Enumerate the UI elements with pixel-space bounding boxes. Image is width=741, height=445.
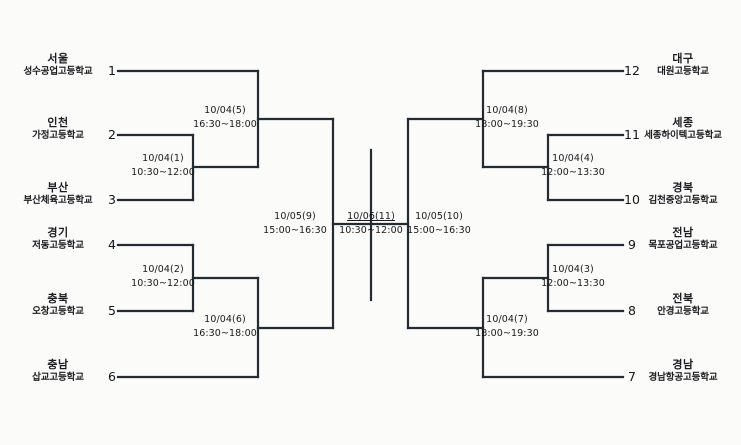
match-label-4: 10/04(4) 12:00~13:30 bbox=[534, 152, 612, 180]
team-school: 가정고등학교 bbox=[32, 129, 84, 141]
match-time: 12:00~13:30 bbox=[541, 166, 605, 178]
seed-number-12: 12 bbox=[624, 63, 640, 78]
team-label-seed-1: 서울 성수공업고등학교 bbox=[0, 52, 118, 78]
team-region: 부산 bbox=[47, 181, 69, 194]
team-school: 김천중앙고등학교 bbox=[648, 194, 718, 206]
team-region: 경남 bbox=[672, 358, 694, 371]
match-label-5: 10/04(5) 16:30~18:00 bbox=[186, 104, 264, 132]
match-time: 10:30~12:00 bbox=[339, 224, 403, 236]
seed-number-5: 5 bbox=[108, 303, 116, 318]
match-date: 10/04(5) bbox=[204, 105, 246, 116]
match-date: 10/04(8) bbox=[486, 105, 528, 116]
seed-number-9: 9 bbox=[628, 237, 636, 252]
match-label-9: 10/05(9) 15:00~16:30 bbox=[258, 210, 332, 238]
team-region: 서울 bbox=[47, 52, 69, 65]
team-label-seed-3: 부산 부산체육고등학교 bbox=[0, 181, 118, 207]
team-school: 목포공업고등학교 bbox=[648, 239, 718, 251]
team-label-seed-4: 경기 저동고등학교 bbox=[0, 226, 118, 252]
match-label-7: 10/04(7) 18:00~19:30 bbox=[466, 313, 548, 341]
match-time: 16:30~18:00 bbox=[193, 327, 257, 339]
seed-number-6: 6 bbox=[108, 369, 116, 384]
match-label-8: 10/04(8) 18:00~19:30 bbox=[466, 104, 548, 132]
team-region: 전남 bbox=[672, 226, 694, 239]
team-label-seed-6: 충남 삽교고등학교 bbox=[0, 358, 118, 384]
match-time: 18:00~19:30 bbox=[475, 118, 539, 130]
team-label-seed-5: 충북 오창고등학교 bbox=[0, 292, 118, 318]
team-school: 삽교고등학교 bbox=[32, 371, 84, 383]
seed-number-8: 8 bbox=[628, 303, 636, 318]
team-region: 경기 bbox=[47, 226, 69, 239]
seed-number-3: 3 bbox=[108, 192, 116, 207]
team-label-seed-11: 세종 세종하이텍고등학교 bbox=[623, 116, 741, 142]
match-label-3: 10/04(3) 12:00~13:30 bbox=[534, 263, 612, 291]
team-label-seed-2: 인천 가정고등학교 bbox=[0, 116, 118, 142]
team-label-seed-7: 경남 경남항공고등학교 bbox=[623, 358, 741, 384]
team-region: 경북 bbox=[672, 181, 694, 194]
match-date: 10/04(6) bbox=[204, 314, 246, 325]
team-region: 전북 bbox=[672, 292, 694, 305]
team-region: 인천 bbox=[47, 116, 69, 129]
match-time: 15:00~16:30 bbox=[407, 224, 471, 236]
match-time: 12:00~13:30 bbox=[541, 277, 605, 289]
team-label-seed-10: 경북 김천중앙고등학교 bbox=[623, 181, 741, 207]
team-school: 성수공업고등학교 bbox=[23, 65, 93, 77]
team-region: 충남 bbox=[47, 358, 69, 371]
seed-number-4: 4 bbox=[108, 237, 116, 252]
team-label-seed-8: 전북 안경고등학교 bbox=[623, 292, 741, 318]
team-school: 대원고등학교 bbox=[657, 65, 709, 77]
seed-number-7: 7 bbox=[628, 369, 636, 384]
match-date: 10/05(10) bbox=[415, 211, 463, 222]
team-region: 충북 bbox=[47, 292, 69, 305]
team-school: 부산체육고등학교 bbox=[23, 194, 93, 206]
match-time: 18:00~19:30 bbox=[475, 327, 539, 339]
team-region: 세종 bbox=[672, 116, 694, 129]
match-date: 10/04(3) bbox=[552, 264, 594, 275]
seed-number-2: 2 bbox=[108, 127, 116, 142]
match-date: 10/04(2) bbox=[142, 264, 184, 275]
match-label-1: 10/04(1) 10:30~12:00 bbox=[124, 152, 202, 180]
team-school: 경남항공고등학교 bbox=[648, 371, 718, 383]
team-school: 저동고등학교 bbox=[32, 239, 84, 251]
match-label-11-final: 10/06(11) 10:30~12:00 bbox=[333, 210, 409, 238]
seed-number-11: 11 bbox=[624, 127, 640, 142]
match-date: 10/05(9) bbox=[274, 211, 316, 222]
team-label-seed-12: 대구 대원고등학교 bbox=[623, 52, 741, 78]
match-label-2: 10/04(2) 10:30~12:00 bbox=[124, 263, 202, 291]
team-label-seed-9: 전남 목포공업고등학교 bbox=[623, 226, 741, 252]
team-school: 세종하이텍고등학교 bbox=[644, 129, 722, 141]
team-school: 오창고등학교 bbox=[32, 305, 84, 317]
match-date: 10/04(7) bbox=[486, 314, 528, 325]
match-time: 10:30~12:00 bbox=[131, 166, 195, 178]
match-time: 10:30~12:00 bbox=[131, 277, 195, 289]
team-school: 안경고등학교 bbox=[657, 305, 709, 317]
match-time: 15:00~16:30 bbox=[263, 224, 327, 236]
match-date: 10/04(4) bbox=[552, 153, 594, 164]
match-time: 16:30~18:00 bbox=[193, 118, 257, 130]
match-label-10: 10/05(10) 15:00~16:30 bbox=[400, 210, 478, 238]
match-label-6: 10/04(6) 16:30~18:00 bbox=[186, 313, 264, 341]
match-date: 10/04(1) bbox=[142, 153, 184, 164]
seed-number-1: 1 bbox=[108, 63, 116, 78]
seed-number-10: 10 bbox=[624, 192, 640, 207]
match-date: 10/06(11) bbox=[347, 211, 395, 222]
team-region: 대구 bbox=[672, 52, 694, 65]
